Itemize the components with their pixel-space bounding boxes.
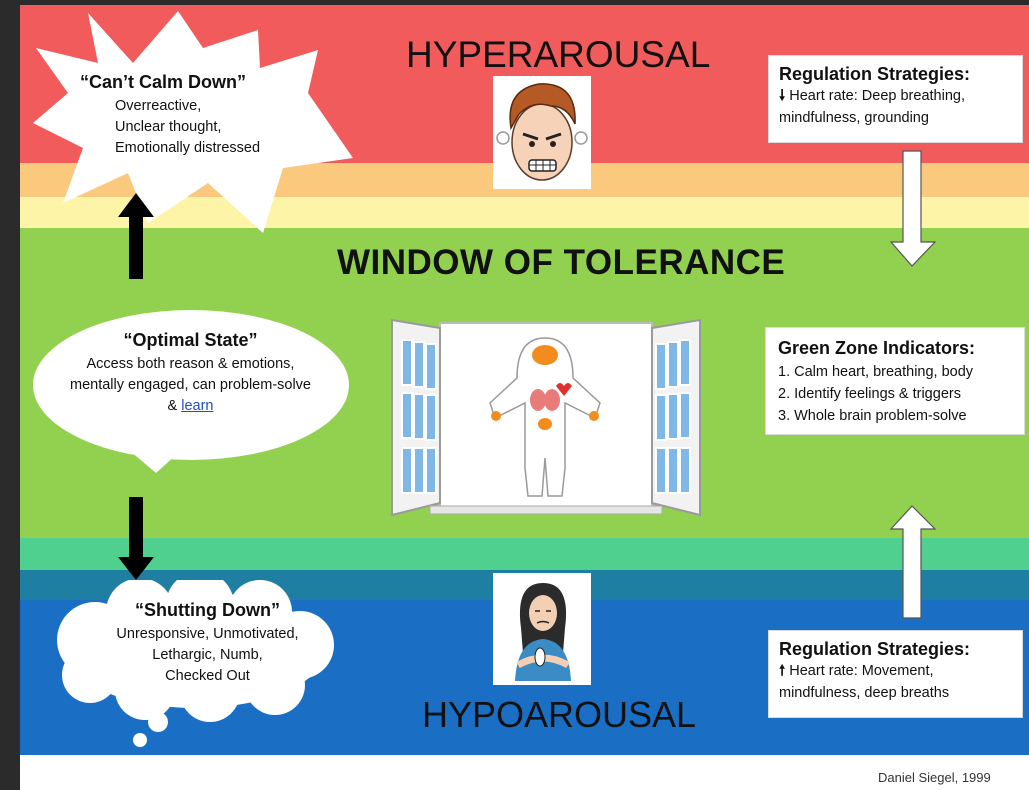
hollow-down-arrow-icon <box>889 150 937 267</box>
indicator-item: 3. Whole brain problem-solve <box>778 408 967 424</box>
regulation-title: Regulation Strategies: <box>779 639 971 659</box>
regulation-line: mindfulness, deep breaths <box>779 685 950 701</box>
down-arrow-icon: 🠗 <box>779 88 786 104</box>
optimal-state-prefix: & <box>167 398 182 414</box>
optimal-state-title: “Optimal State” <box>123 330 258 350</box>
shutting-down-line: Checked Out <box>165 668 250 684</box>
regulation-line: Heart rate: Movement, <box>789 663 934 679</box>
shutting-down-line: Lethargic, Numb, <box>152 647 263 663</box>
credit-text: Daniel Siegel, 1999 <box>878 770 991 785</box>
yellow-band <box>20 197 1029 228</box>
explosion-bubble <box>33 11 353 233</box>
regulation-line: mindfulness, grounding <box>779 110 929 126</box>
up-arrow-icon: 🠕 <box>779 663 786 679</box>
green-zone-title: Green Zone Indicators: <box>778 338 976 358</box>
cant-calm-down-line: Unclear thought, <box>115 119 222 135</box>
cant-calm-down-title: “Can’t Calm Down” <box>80 72 247 92</box>
thought-cloud <box>57 580 334 747</box>
optimal-state-line: Access both reason & emotions, <box>86 356 295 372</box>
window-of-tolerance-title: WINDOW OF TOLERANCE <box>337 243 786 282</box>
learn-link[interactable]: learn <box>181 398 214 414</box>
sad-person-icon <box>493 573 591 685</box>
cant-calm-down-line: Overreactive, <box>115 98 202 114</box>
angry-face-icon <box>493 76 591 189</box>
green-zone-indicators: Green Zone Indicators: 1. Calm heart, br… <box>765 327 1025 435</box>
regulation-title: Regulation Strategies: <box>779 64 971 84</box>
regulation-line: Heart rate: Deep breathing, <box>789 88 965 104</box>
indicator-list: 1. Calm heart, breathing, body 2. Identi… <box>778 361 1012 427</box>
teal-band <box>20 538 1029 570</box>
indicator-item: 1. Calm heart, breathing, body <box>778 364 974 380</box>
shutting-down-title: “Shutting Down” <box>135 600 280 620</box>
window-body-icon <box>391 318 701 517</box>
cant-calm-down-line: Emotionally distressed <box>115 140 261 156</box>
shutting-down-text: “Shutting Down” Unresponsive, Unmotivate… <box>85 600 330 687</box>
up-arrow-icon <box>118 193 154 279</box>
hyperarousal-title: HYPERAROUSAL <box>406 34 711 75</box>
frame-top <box>0 0 1029 5</box>
hypoarousal-title: HYPOAROUSAL <box>422 694 697 735</box>
shutting-down-line: Unresponsive, Unmotivated, <box>116 626 299 642</box>
speech-bubble <box>33 310 349 473</box>
optimal-state-line: mentally engaged, can problem-solve <box>70 377 311 393</box>
down-arrow-icon <box>118 497 154 580</box>
regulation-strategies-bottom: Regulation Strategies: 🠕 Heart rate: Mov… <box>768 630 1023 718</box>
hollow-up-arrow-icon <box>889 505 937 619</box>
regulation-strategies-top: Regulation Strategies: 🠗 Heart rate: Dee… <box>768 55 1023 143</box>
cant-calm-down-text: “Can’t Calm Down” Overreactive, Unclear … <box>70 72 310 159</box>
indicator-item: 2. Identify feelings & triggers <box>778 386 961 402</box>
frame-left <box>0 0 20 790</box>
optimal-state-text: “Optimal State” Access both reason & emo… <box>38 330 343 417</box>
